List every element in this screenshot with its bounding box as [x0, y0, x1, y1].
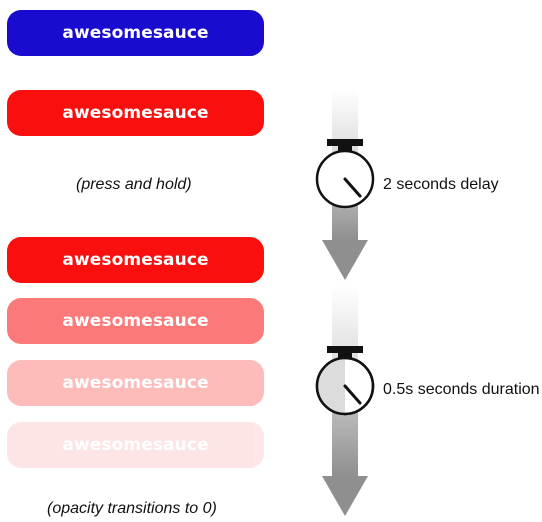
awesomesauce-button-fade-step-3: awesomesauce: [7, 360, 264, 406]
button-label: awesomesauce: [62, 103, 209, 123]
awesomesauce-button-fade-step-1: awesomesauce: [7, 237, 264, 283]
awesomesauce-button-fade-step-4: awesomesauce: [7, 422, 264, 468]
stopwatch-icon: [315, 139, 375, 209]
opacity-caption: (opacity transitions to 0): [47, 500, 217, 517]
button-label: awesomesauce: [62, 250, 209, 270]
stopwatch-icon: [315, 346, 375, 416]
button-label: awesomesauce: [62, 23, 209, 43]
delay-label: 2 seconds delay: [383, 176, 499, 193]
awesomesauce-button-fade-step-2: awesomesauce: [7, 298, 264, 344]
awesomesauce-button-pressed[interactable]: awesomesauce: [7, 90, 264, 136]
awesomesauce-button-normal[interactable]: awesomesauce: [7, 10, 264, 56]
button-label: awesomesauce: [62, 373, 209, 393]
button-label: awesomesauce: [62, 311, 209, 331]
press-and-hold-caption: (press and hold): [76, 176, 192, 193]
duration-label: 0.5s seconds duration: [383, 381, 540, 398]
button-label: awesomesauce: [62, 435, 209, 455]
